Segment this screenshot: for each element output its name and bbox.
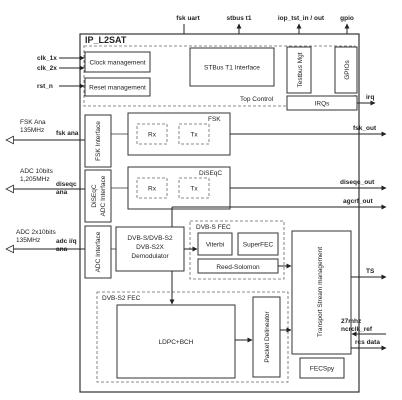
- ldpc-bch-label: LDPC+BCH: [159, 339, 194, 346]
- gpios-block: [334, 46, 358, 94]
- top-label-stbus-t1: stbus t1: [227, 15, 252, 22]
- diseqc-adc-interface-block: [84, 169, 112, 223]
- fsk-tx-label: Tx: [190, 132, 198, 139]
- adc10-line1: ADC 10bits: [20, 168, 54, 175]
- irq-label: irq: [366, 94, 374, 101]
- demodulator-block: [115, 226, 185, 272]
- reed-solomon-label: Reed-Solomon: [216, 264, 260, 271]
- stbus-interface-label: STBus T1 Interface: [204, 65, 260, 72]
- demodulator-label-2: DVB-S2X: [136, 244, 164, 251]
- fsk-tx: [178, 123, 210, 145]
- top-label-gpio: gpio: [340, 15, 354, 22]
- demodulator-label-1: DVB-S/DVB-S2: [127, 235, 173, 242]
- adc-interface-label: ADC Interface: [95, 231, 102, 272]
- fecspy-block: [299, 357, 345, 379]
- diseqc-rx: [136, 177, 168, 199]
- ts-mgmt-label: Transport Stream management: [317, 247, 324, 337]
- clock-management-block: [84, 51, 151, 73]
- rst-n-label: rst_n: [37, 83, 53, 90]
- fsk-block-label: FSK: [208, 116, 221, 123]
- fsk-rx-label: Rx: [148, 132, 157, 139]
- ldpc-bch-block: [116, 304, 236, 379]
- diseqc-out-label: diseqc_out: [340, 179, 375, 186]
- clk27-line1: 27mhz: [341, 318, 362, 325]
- dvbs-fec-region: [189, 220, 285, 280]
- fsk-out-label: fsk_out: [353, 125, 377, 132]
- dvbs2-fec-region: [96, 291, 289, 383]
- stbus-interface-block: [189, 47, 275, 87]
- diseqc-adc-interface-label-2: ADC Interface: [100, 175, 107, 216]
- adc10-line2: 1,205MHz: [20, 176, 50, 183]
- dvbs-fec-label: DVB-S FEC: [196, 224, 231, 231]
- agcrf-out-label: agcrf_out: [343, 198, 373, 205]
- fsk-rx: [136, 123, 168, 145]
- diseqc-rx-label: Rx: [148, 186, 157, 193]
- diseqc-block-label: DiSEqC: [199, 170, 222, 177]
- adc-interface-block: [84, 225, 112, 279]
- adc2x-line2: 135MHz: [16, 237, 40, 244]
- ts-out-label: TS: [366, 268, 375, 275]
- rcs-data-label: rcs data: [355, 339, 380, 346]
- fsk-ana-port: fsk ana: [56, 130, 79, 137]
- superfec-block: [237, 232, 279, 256]
- fsk-interface-label: FSK Interface: [95, 121, 102, 161]
- diseqc-port-line2: ana: [56, 189, 68, 196]
- fecspy-label: FECSpy: [310, 366, 335, 373]
- top-label-iop-tst: iop_tst_in / out: [278, 15, 325, 22]
- dvbs2-fec-label: DVB-S2 FEC: [102, 295, 141, 302]
- ts-mgmt-block: [291, 230, 352, 355]
- reset-management-block: [84, 77, 151, 97]
- fsk-ana-line2: 135MHz: [20, 127, 44, 134]
- diseqc-tx: [178, 177, 210, 199]
- packet-delineator-block: [252, 296, 281, 378]
- adc2x-line1: ADC 2x10bits: [16, 229, 56, 236]
- fsk-ana-line1: FSK Ana: [20, 119, 46, 126]
- adc-iq-line1: adc i/q: [56, 238, 77, 245]
- packet-delineator-label: Packet Delineator: [264, 311, 271, 363]
- clk1x-label: clk_1x: [37, 55, 57, 62]
- gpios-label: GPIOs: [344, 60, 351, 80]
- reset-management-label: Reset management: [89, 85, 146, 92]
- testbus-mgt-block: [286, 46, 312, 94]
- top-control-label: Top Control: [240, 96, 274, 103]
- clock-management-label: Clock management: [90, 60, 146, 67]
- fsk-interface-block: [84, 114, 112, 168]
- viterbi-block: [197, 232, 233, 256]
- demodulator-label-3: Demodulator: [131, 253, 169, 260]
- diseqc-adc-interface-label-1: DiSEqC: [91, 184, 98, 207]
- irqs-label: IRQs: [315, 101, 331, 108]
- clk2x-label: clk_2x: [37, 65, 57, 72]
- viterbi-label: Viterbi: [206, 242, 224, 249]
- clk27-line2: ncrclk_ref: [341, 326, 373, 333]
- superfec-label: SuperFEC: [243, 242, 274, 249]
- top-label-fsk-uart: fsk uart: [176, 15, 200, 22]
- testbus-mgt-label: Testbus Mgt: [297, 52, 304, 87]
- diseqc-port-line1: diseqc: [56, 181, 77, 188]
- ip-title: IP_L2SAT: [85, 35, 127, 45]
- diseqc-tx-label: Tx: [190, 186, 198, 193]
